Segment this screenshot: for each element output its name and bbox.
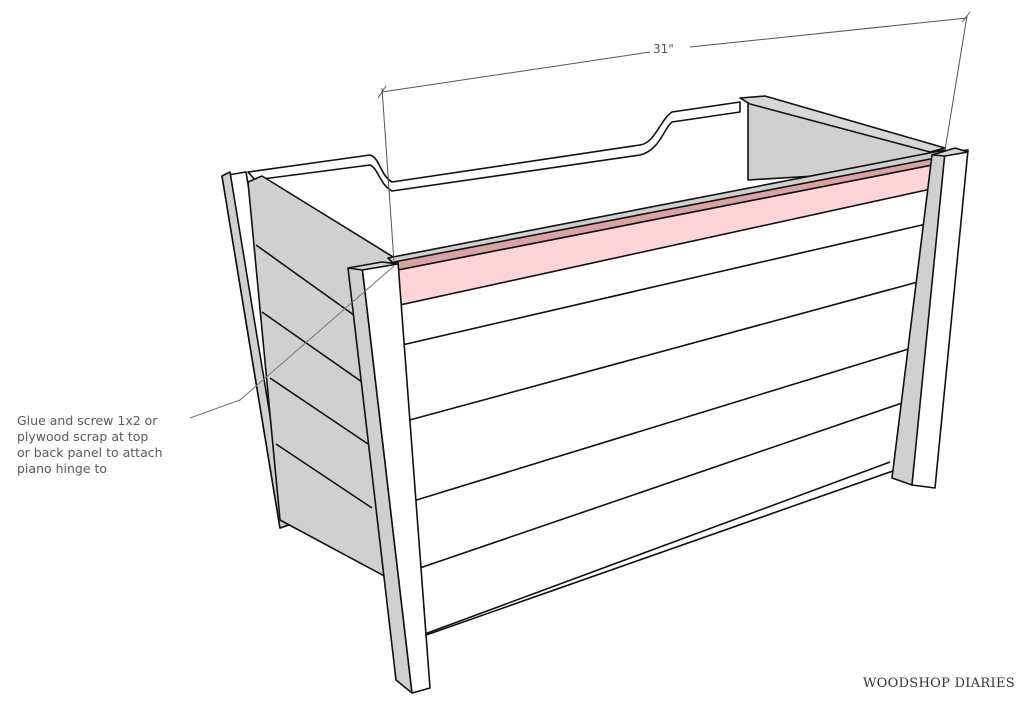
callout-line: Glue and screw 1x2 or [17,413,158,428]
callout-line: plywood scrap at top [17,429,149,444]
callout-line: or back panel to attach [17,445,163,460]
callout-note: Glue and screw 1x2 or plywood scrap at t… [17,413,217,477]
dimension-label: 31" [650,42,677,56]
back-panel [247,101,741,192]
brand-watermark: WOODSHOP DIARIES [863,676,1015,691]
dimension-line [377,11,971,263]
right-rim [739,95,946,153]
callout-line: piano hinge to [17,461,108,476]
leader-line [189,265,395,419]
